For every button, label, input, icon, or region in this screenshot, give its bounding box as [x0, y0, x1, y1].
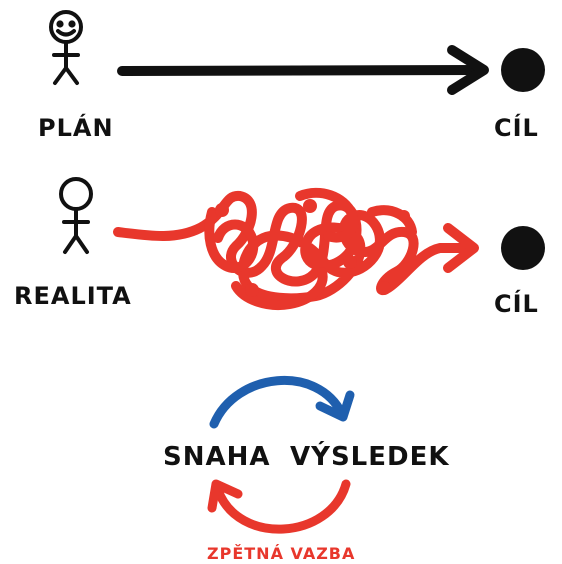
- reality-loop-2: [295, 187, 359, 243]
- cycle-top-arrow-head: [315, 390, 355, 422]
- reality-knots: [215, 199, 410, 297]
- plan-arrow-head: [447, 45, 489, 95]
- reality-goal-dot: [501, 226, 545, 270]
- reality-label: REALITA: [14, 282, 132, 310]
- reality-head: [59, 177, 93, 211]
- cycle-bottom-arrow-head: [207, 479, 243, 513]
- plan-legs: [53, 66, 79, 85]
- reality-tangled-path: [113, 187, 479, 310]
- reality-loop-1: [204, 207, 259, 273]
- plan-arrow: [117, 45, 489, 95]
- feedback-label: ZPĚTNÁ VAZBA: [207, 544, 355, 563]
- plan-eye-right: [68, 20, 76, 28]
- reality-knot: [377, 281, 391, 295]
- reality-scribble: [113, 190, 475, 304]
- plan-goal-dot: [501, 48, 545, 92]
- cycle-left-label: SNAHA: [163, 442, 271, 472]
- plan-goal-label: CÍL: [494, 113, 539, 142]
- plan-figure: [49, 10, 83, 85]
- cycle-right-label: VÝSLEDEK: [290, 440, 450, 472]
- cycle-top-arc: [209, 376, 347, 429]
- reality-goal-label: CÍL: [494, 289, 539, 318]
- cycle-bottom-arc: [213, 479, 351, 534]
- reality-knot: [343, 255, 357, 269]
- reality-figure: [59, 177, 93, 254]
- reality-knot: [303, 199, 317, 213]
- plan-smile: [56, 29, 76, 37]
- reality-loop-3: [231, 267, 328, 310]
- reality-knot: [398, 210, 410, 222]
- plan-head: [49, 10, 83, 44]
- plan-eye-left: [56, 20, 64, 28]
- reality-arrow-head: [443, 223, 479, 273]
- cycle-bottom-arrow: [207, 479, 351, 534]
- plan-arrow-line: [117, 65, 485, 76]
- cycle-top-arrow: [209, 376, 355, 429]
- reality-knot: [215, 203, 229, 217]
- reality-knot: [245, 283, 259, 297]
- plan-label: PLÁN: [38, 113, 114, 142]
- reality-legs: [63, 234, 89, 254]
